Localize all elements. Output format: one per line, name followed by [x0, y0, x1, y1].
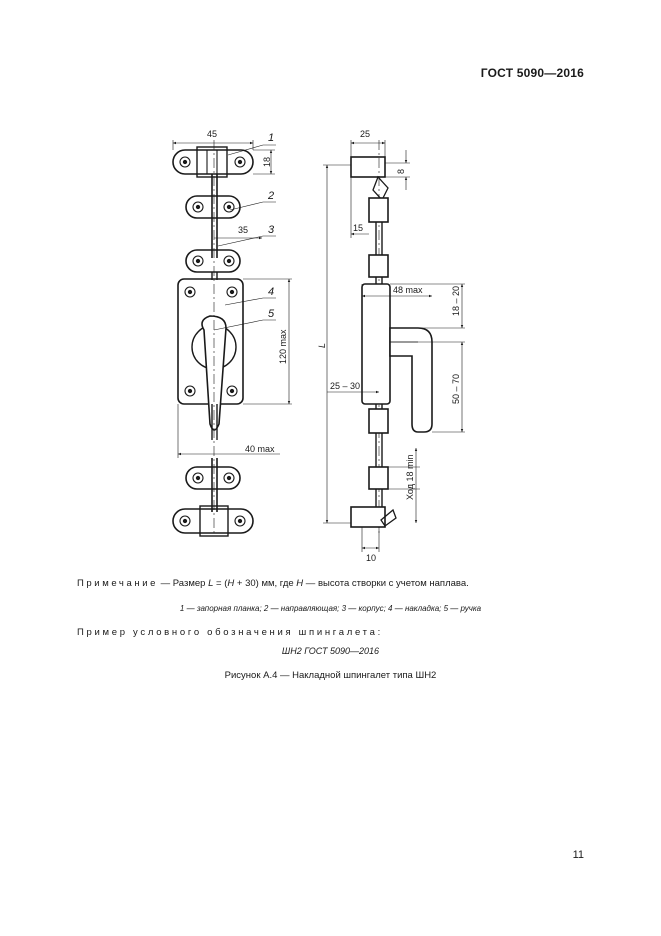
- dim-housing-width: 40 max: [245, 444, 275, 454]
- dim-handle-range: 50 – 70: [451, 374, 461, 404]
- dim-total-length: L: [317, 343, 327, 348]
- dim-bottom-width: 10: [366, 553, 376, 563]
- dim-plate-height: 18: [262, 157, 272, 167]
- callout-1: 1: [268, 132, 274, 144]
- example-designation: ШН2 ГОСТ 5090—2016: [281, 646, 380, 656]
- note-formula-h: H: [227, 578, 235, 589]
- guide-lower: [185, 466, 241, 490]
- guide-upper: [185, 195, 241, 219]
- callout-3: 3: [268, 224, 275, 236]
- dim-side-depth: 48 max: [393, 285, 423, 295]
- note-formula-h2: H: [296, 578, 304, 589]
- note: Примечание — Размер L = (H + 30) мм, где…: [77, 578, 469, 589]
- side-housing: [361, 283, 433, 433]
- standard-header: ГОСТ 5090—2016: [480, 66, 584, 80]
- note-formula-mid: = (: [213, 578, 228, 589]
- figure-caption: Рисунок А.4 — Накладной шпингалет типа Ш…: [224, 670, 437, 681]
- handle: [201, 315, 227, 431]
- note-formula-end: + 30) мм, где: [234, 578, 297, 589]
- example-label: Пример условного обозначения шпингалета:: [77, 627, 383, 638]
- note-formula-l: L: [208, 578, 214, 589]
- dim-side-width: 25: [360, 129, 370, 139]
- dim-housing-height: 120 max: [278, 329, 288, 364]
- strike-plate-bottom: [172, 505, 254, 537]
- dim-side-small: 8: [396, 169, 406, 174]
- note-text-after: — высота створки с учетом наплава.: [303, 578, 469, 589]
- callout-4: 4: [268, 286, 274, 298]
- dim-handle-range-top: 18 – 20: [451, 286, 461, 316]
- callout-2: 2: [267, 190, 274, 202]
- dim-plate-width: 45: [207, 129, 217, 139]
- guide-middle: [185, 249, 241, 273]
- side-top-block: [350, 156, 389, 202]
- side-bottom-block: [350, 506, 397, 528]
- strike-plate-top: [172, 146, 254, 178]
- parts-legend: 1 — запорная планка; 2 — направляющая; 3…: [179, 604, 482, 613]
- dim-side-offset: 15: [353, 223, 363, 233]
- note-text-before: — Размер: [158, 578, 209, 589]
- page-number: 11: [572, 849, 584, 861]
- callout-5: 5: [268, 308, 275, 320]
- note-label: Примечание: [77, 578, 158, 589]
- dim-handle-offset: 25 – 30: [330, 381, 360, 391]
- dim-guide-offset: 35: [238, 225, 248, 235]
- dim-stroke: Ход 18 min: [405, 455, 415, 500]
